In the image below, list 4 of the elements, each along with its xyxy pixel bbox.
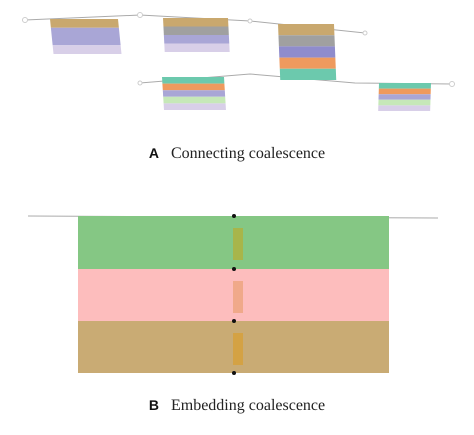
panel-letter: B (148, 397, 159, 413)
panel-caption: Embedding coalescence (170, 397, 326, 415)
panel-letter: A (148, 145, 159, 161)
panel-caption: Connecting coalescence (170, 145, 326, 163)
